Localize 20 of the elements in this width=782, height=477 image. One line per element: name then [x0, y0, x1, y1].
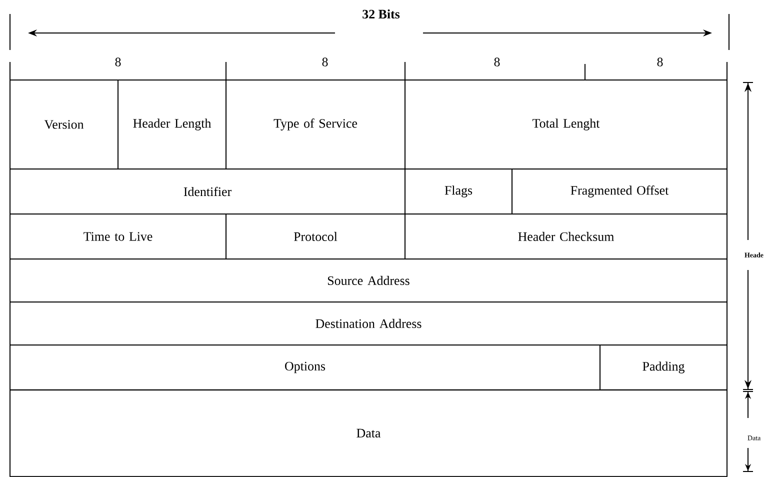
field-cell: Identifier — [10, 168, 406, 214]
field-cell: Header Length — [118, 79, 226, 170]
field-cell: Options — [10, 344, 600, 390]
bit-count: 8 — [115, 58, 121, 66]
field-cell: Source Address — [10, 258, 728, 302]
field-cell: Total Lenght — [404, 79, 728, 170]
field-cell: Data — [10, 389, 728, 477]
field-cell: Padding — [600, 344, 728, 390]
bit-count: 8 — [322, 58, 328, 66]
field-cell: Version — [10, 79, 118, 170]
bit-count: 8 — [657, 58, 663, 66]
field-cell: Destination Address — [10, 301, 728, 346]
field-cell: Type of Service — [226, 79, 406, 170]
field-cell: Time to Live — [10, 213, 226, 260]
bit-count: 8 — [494, 58, 500, 66]
width-label: 32 Bits — [362, 9, 400, 19]
field-cell: Protocol — [226, 213, 406, 260]
field-cell: Fragmented Offset — [512, 168, 728, 214]
field-cell: Header Checksum — [404, 213, 728, 260]
field-cell: Flags — [404, 168, 512, 214]
